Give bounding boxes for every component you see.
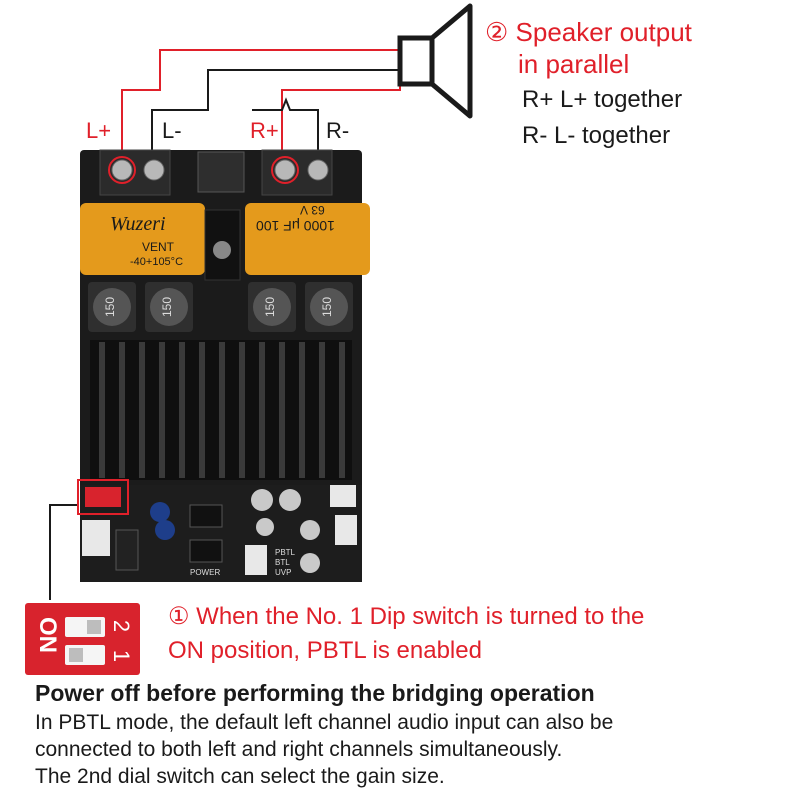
board-power-label: POWER [190,568,221,577]
red-wire-l-plus [121,49,400,150]
terminal-r-minus-label: R- [326,118,350,143]
speaker-note-line1: R+ L+ together [522,86,683,113]
capacitor-left-temp: -40+105°C [130,256,184,268]
speaker-note-title-line2: in parallel [518,49,630,79]
capacitor-right-value: 1000 μF 100 [256,218,335,234]
speaker-note-line2: R- L- together [522,122,671,149]
dip-switch-illustration: ON 2 1 [25,603,140,675]
inductor-label-3: 150 [263,296,278,318]
dip-note: ① When the No. 1 Dip switch is turned to… [168,600,644,668]
dip-switch-slot-2 [65,617,105,637]
dip-note-line1: ① When the No. 1 Dip switch is turned to… [168,603,645,630]
amplifier-board [77,149,370,582]
capacitor-left-brand: Wuzeri [110,213,166,235]
bottom-text-line3: The 2nd dial switch can select the gain … [35,765,445,788]
inductor-label-1: 150 [103,296,118,318]
terminal-r-plus-label: R+ [250,118,279,143]
dip-switch-number-1: 1 [109,649,135,663]
capacitor-right-voltage: 63 V [300,203,325,217]
dip-switch-slot-1 [65,645,105,665]
inductor-label-2: 150 [160,296,175,318]
board-pbtl-label: PBTL [275,548,296,557]
capacitor-left-vent: VENT [142,240,175,254]
terminal-l-plus-label: L+ [86,118,112,143]
bridging-warning-heading: Power off before performing the bridging… [35,680,595,706]
board-btl-label: BTL [275,558,290,567]
board-uvp-label: UVP [275,568,292,577]
bottom-text-line2: connected to both left and right channel… [35,738,563,761]
speaker-note-title-line1: ② Speaker output [485,17,692,47]
dip-switch-on-label: ON [34,617,61,653]
dip-pointer-line [49,504,78,600]
bottom-text-line1: In PBTL mode, the default left channel a… [35,711,614,734]
speaker-note-title: ② Speaker output in parallel [485,16,692,80]
speaker-icon [397,3,473,119]
dip-switch-number-2: 2 [109,619,135,633]
black-wire-r-minus [252,97,319,150]
black-wire-l-minus [151,69,400,150]
terminal-l-minus-label: L- [162,118,182,143]
dip-note-line2: ON position, PBTL is enabled [168,637,482,664]
inductor-label-4: 150 [320,296,335,318]
